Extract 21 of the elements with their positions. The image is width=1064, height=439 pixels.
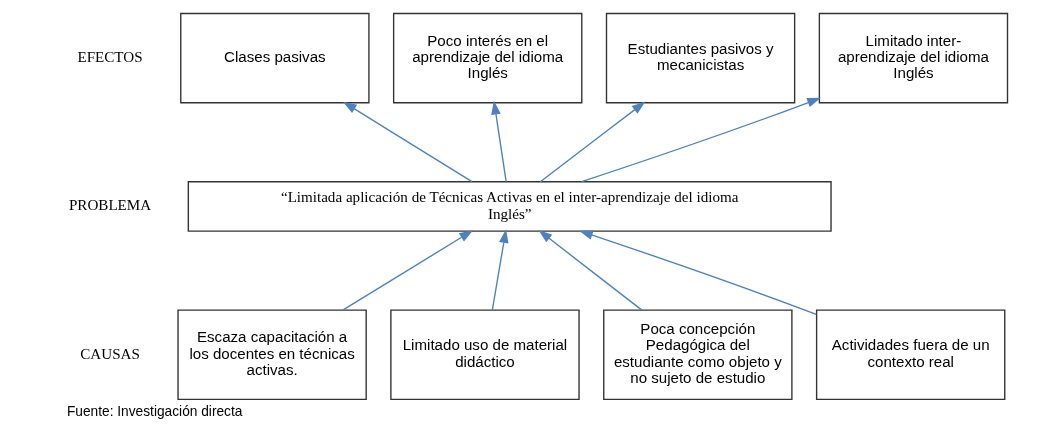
label: PROBLEMA (68, 197, 152, 214)
caption: Fuente: Investigación directa (66, 403, 243, 419)
node-box: Estudiantes pasivos y mecanicistas (605, 12, 796, 104)
label: EFECTOS (77, 48, 143, 65)
node-box: “Limitada aplicación de Técnicas Activas en el inter-aprendizaje del idioma Inglés” (187, 181, 832, 232)
arrow (342, 230, 474, 311)
arrow (491, 100, 507, 183)
node-box: Clases pasivas (180, 12, 370, 104)
node-box: Limitado uso de material didáctico (390, 309, 580, 401)
arrow (491, 229, 509, 311)
node-box: Poco interés en el aprendizaje del idioma Inglés (392, 12, 583, 104)
node-box: Escaza capacitación a los docentes en técnicas activas. (177, 309, 367, 401)
node-box: Poca concepción Pedagógica del estudiante como objeto y no sujeto de estudio (603, 309, 793, 401)
node-box: Limitado inter-aprendizaje del idioma Inglés (818, 12, 1009, 104)
label: CAUSAS (80, 345, 140, 362)
arrow (581, 97, 821, 183)
arrow (538, 230, 643, 311)
arrow (342, 101, 473, 183)
node-box: Actividades fuera de un contexto real (815, 309, 1006, 401)
arrow (539, 101, 646, 183)
arrow (579, 230, 817, 316)
